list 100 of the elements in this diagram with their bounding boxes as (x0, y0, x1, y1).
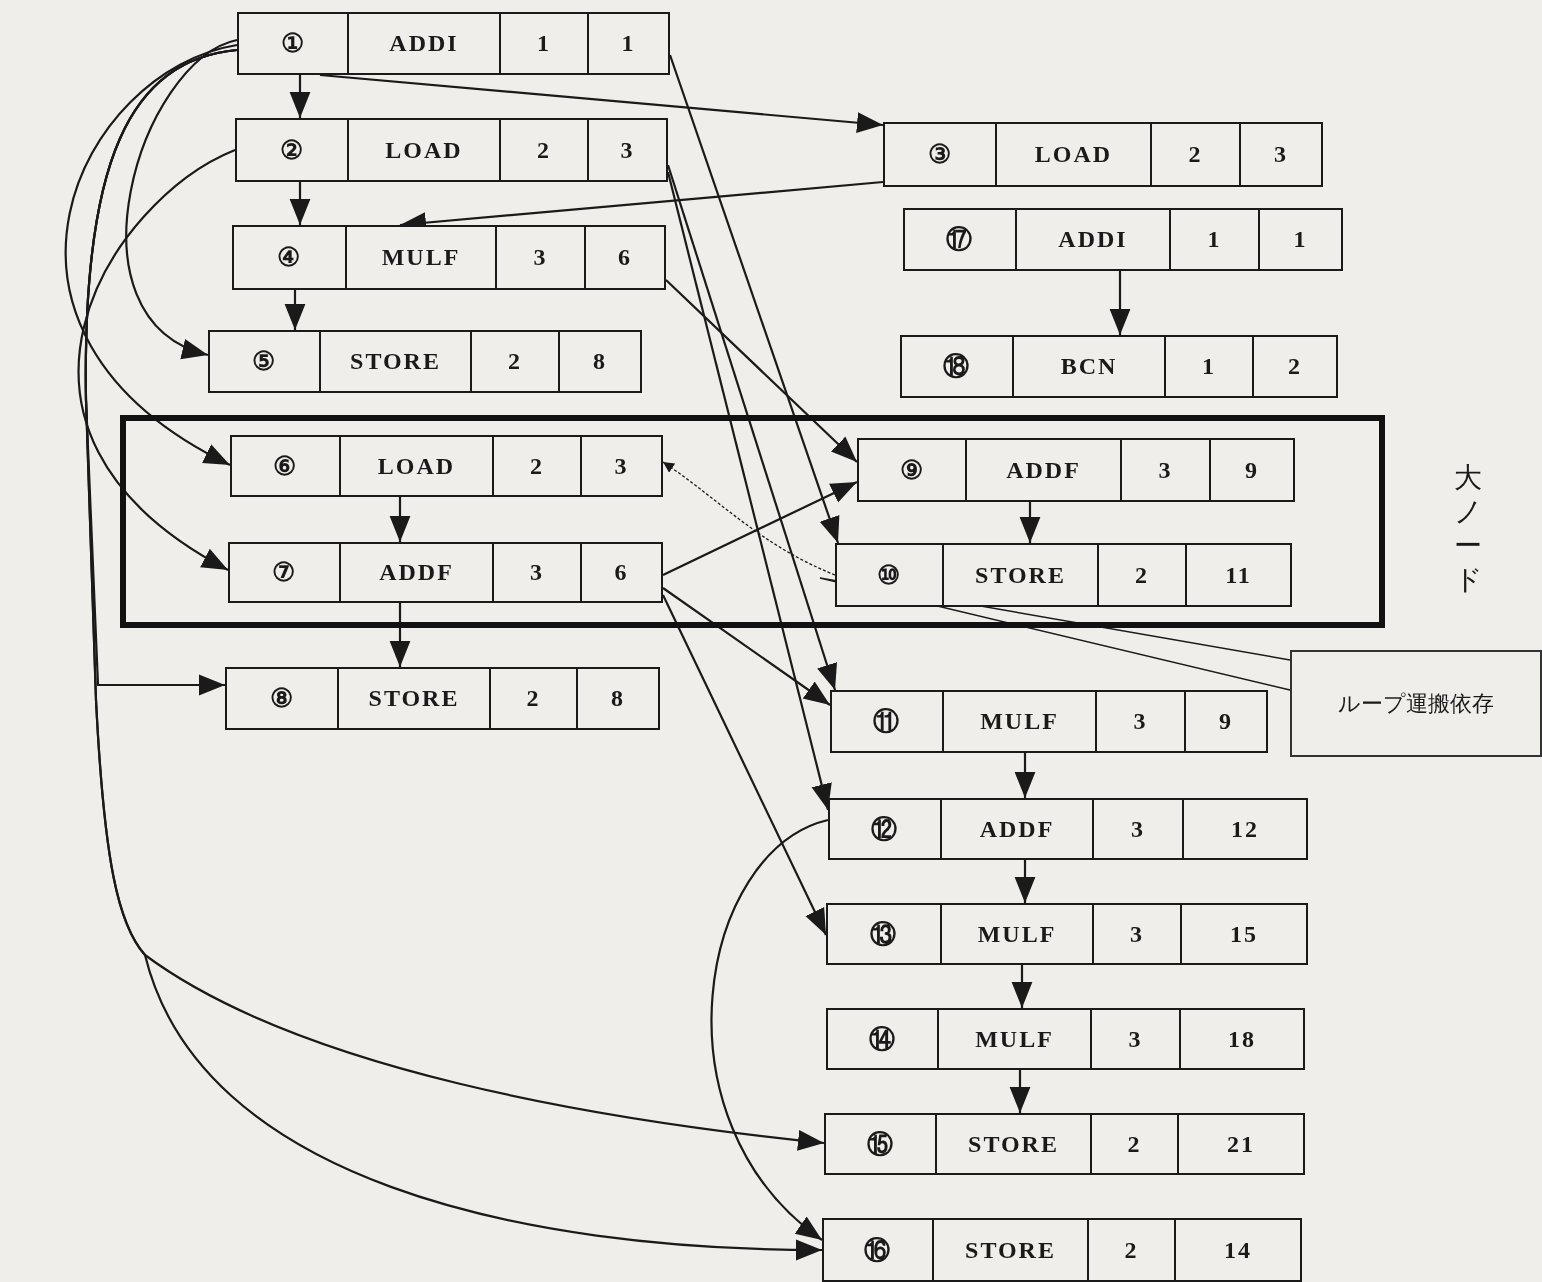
table-cell-text: ⑪ (872, 706, 902, 738)
arrow (289, 75, 311, 118)
instruction-box (228, 542, 663, 603)
instruction-box (826, 1008, 1305, 1070)
instruction-box (235, 118, 668, 182)
table-cell: 3 (1239, 124, 1321, 185)
table-cell: STORE (319, 332, 470, 391)
table-cell: 3 (580, 437, 661, 495)
table-cell: 1 (1258, 210, 1341, 269)
table-cell-text: ⑱ (942, 351, 972, 383)
instruction-box (824, 1113, 1305, 1175)
arrow (77, 149, 236, 571)
table-cell: 8 (576, 669, 658, 728)
table-cell: 3 (1092, 800, 1182, 858)
table-cell: 6 (584, 227, 664, 288)
dashed-arrow (662, 461, 836, 576)
instruction-box (883, 122, 1323, 187)
table-cell: 3 (495, 227, 584, 288)
arrow (1014, 860, 1036, 903)
table-cell: 2 (489, 669, 576, 728)
table-cell: 3 (587, 120, 666, 180)
table-cell-text: ④ (276, 242, 303, 274)
instruction-box (900, 335, 1338, 398)
table-cell-text: ⑦ (271, 557, 298, 589)
table-cell-text: ⑤ (251, 346, 278, 378)
table-cell-text: ② (278, 134, 306, 167)
table-cell: 8 (558, 332, 640, 391)
table-cell: 11 (1185, 545, 1290, 605)
table-cell: ADDF (339, 544, 492, 601)
instruction-box (230, 435, 663, 497)
arrow (1011, 965, 1033, 1008)
instruction-box (232, 225, 666, 290)
table-cell: STORE (935, 1115, 1090, 1173)
instruction-box (835, 543, 1292, 607)
arrow (284, 290, 306, 330)
table-cell: 18 (1179, 1010, 1303, 1068)
table-cell: 2 (492, 437, 580, 495)
table-cell: 2 (499, 120, 587, 180)
table-cell: 3 (1090, 1010, 1179, 1068)
callout-box: ループ運搬依存 (1290, 650, 1542, 757)
instruction-box (903, 208, 1343, 271)
table-cell-text: ③ (926, 139, 954, 171)
table-cell: 12 (1182, 800, 1306, 858)
table-cell: 2 (1097, 545, 1185, 605)
table-cell: 21 (1177, 1115, 1303, 1173)
table-cell-text: ⑯ (863, 1234, 893, 1267)
arrow (1009, 1070, 1031, 1113)
arrow (64, 43, 238, 466)
table-cell: 2 (1252, 337, 1336, 396)
arrow (289, 182, 311, 225)
table-cell: 1 (587, 14, 668, 73)
table-cell: ADDI (347, 14, 499, 73)
table-cell: 3 (1092, 905, 1180, 963)
arrow (662, 594, 827, 936)
table-cell: 14 (1174, 1220, 1300, 1280)
arrow (1109, 271, 1131, 335)
instruction-box (208, 330, 642, 393)
table-cell: 6 (580, 544, 661, 601)
table-cell: 2 (1090, 1115, 1177, 1173)
instruction-box (822, 1218, 1302, 1282)
table-cell: 2 (470, 332, 558, 391)
table-cell: 1 (1169, 210, 1258, 269)
arrow (1019, 502, 1041, 543)
table-cell-text: ⑨ (898, 454, 926, 487)
table-cell: LOAD (347, 120, 499, 180)
table-cell: STORE (942, 545, 1097, 605)
table-cell: ADDI (1015, 210, 1169, 269)
table-cell: LOAD (995, 124, 1150, 185)
table-cell-text: ⑮ (865, 1128, 896, 1161)
arrow (389, 497, 411, 542)
arrow (1014, 753, 1036, 798)
table-cell: ADDF (940, 800, 1092, 858)
table-cell: 15 (1180, 905, 1306, 963)
table-cell: 9 (1209, 440, 1293, 500)
table-cell: BCN (1012, 337, 1164, 396)
group-label: 大ノード (1452, 461, 1484, 597)
table-cell-text: ⑥ (272, 450, 299, 483)
instruction-box (826, 903, 1308, 965)
arrow (662, 587, 831, 706)
table-cell: 3 (1095, 692, 1184, 751)
instruction-box (828, 798, 1308, 860)
arrow (319, 73, 884, 134)
table-cell-text: ⑬ (869, 918, 899, 951)
arrow (662, 481, 858, 576)
table-cell-text: ⑫ (870, 813, 900, 846)
table-cell-text: ⑧ (268, 683, 296, 715)
table-cell: LOAD (339, 437, 492, 495)
table-cell: MULF (942, 692, 1095, 751)
instruction-box (225, 667, 660, 730)
table-cell: ADDF (965, 440, 1120, 500)
instruction-box (830, 690, 1268, 753)
table-cell: MULF (937, 1010, 1090, 1068)
table-cell: MULF (940, 905, 1092, 963)
arrow (389, 603, 411, 667)
arrow (711, 819, 829, 1241)
table-cell: 1 (1164, 337, 1252, 396)
table-cell: 2 (1087, 1220, 1174, 1280)
table-cell: 1 (499, 14, 587, 73)
instruction-box (857, 438, 1295, 502)
table-cell: 3 (492, 544, 580, 601)
